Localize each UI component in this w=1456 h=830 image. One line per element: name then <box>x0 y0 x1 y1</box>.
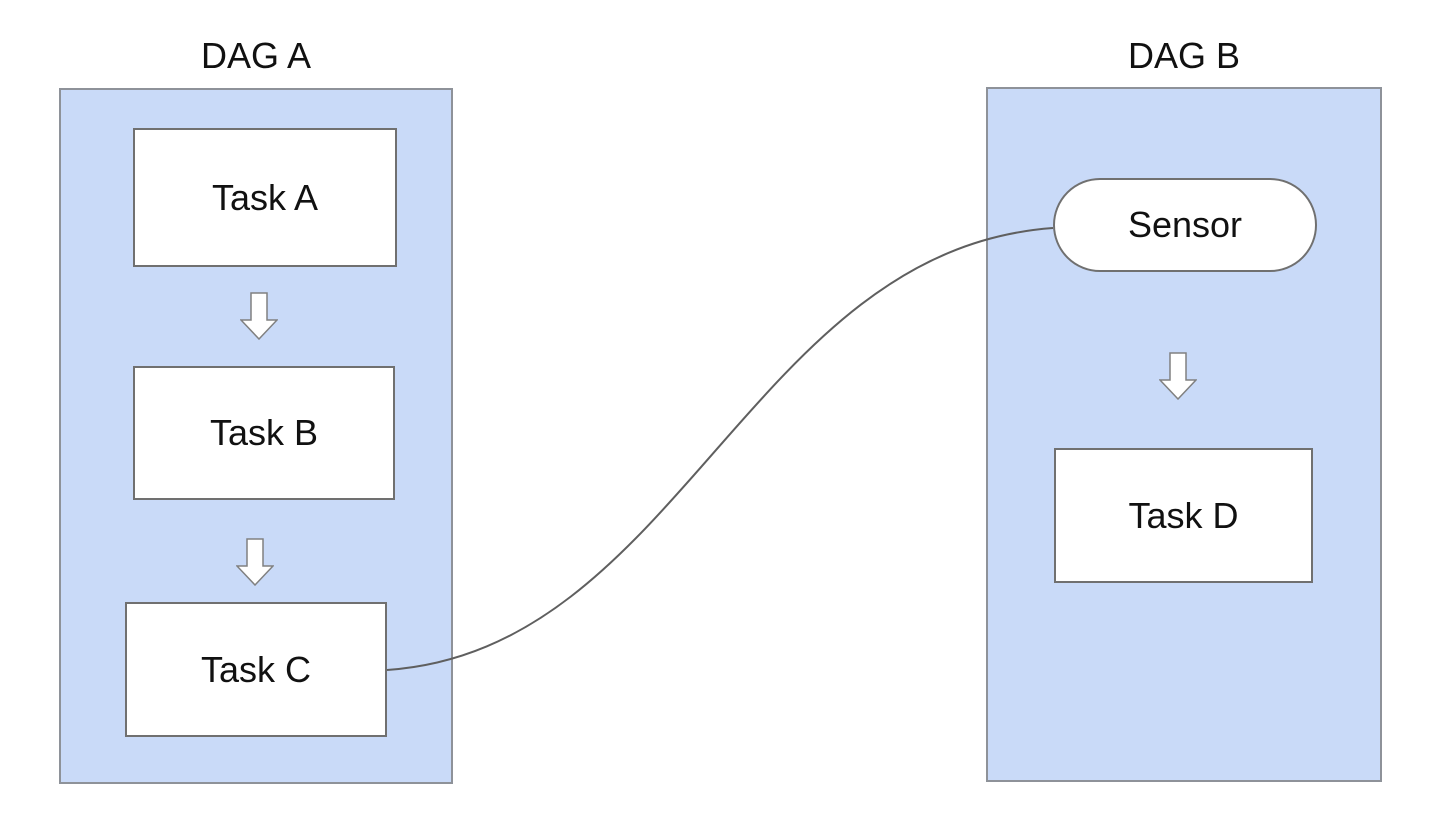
down-arrow-icon <box>1159 352 1197 400</box>
node-task-a-label: Task A <box>211 176 319 218</box>
dag-b-title: DAG B <box>1127 35 1241 76</box>
node-task-b: Task B <box>133 366 395 500</box>
cross-dag-dependency-line <box>386 227 1054 671</box>
node-task-d-label: Task D <box>1128 494 1239 536</box>
node-task-c: Task C <box>125 602 387 737</box>
node-task-c-label: Task C <box>200 648 312 690</box>
node-task-a: Task A <box>133 128 397 267</box>
node-sensor-label: Sensor <box>1127 204 1243 245</box>
node-task-d: Task D <box>1054 448 1313 583</box>
down-arrow-icon <box>240 292 278 340</box>
node-task-b-label: Task B <box>209 412 319 453</box>
node-sensor: Sensor <box>1053 178 1317 272</box>
dag-a-title: DAG A <box>200 35 312 76</box>
down-arrow-icon <box>236 538 274 586</box>
